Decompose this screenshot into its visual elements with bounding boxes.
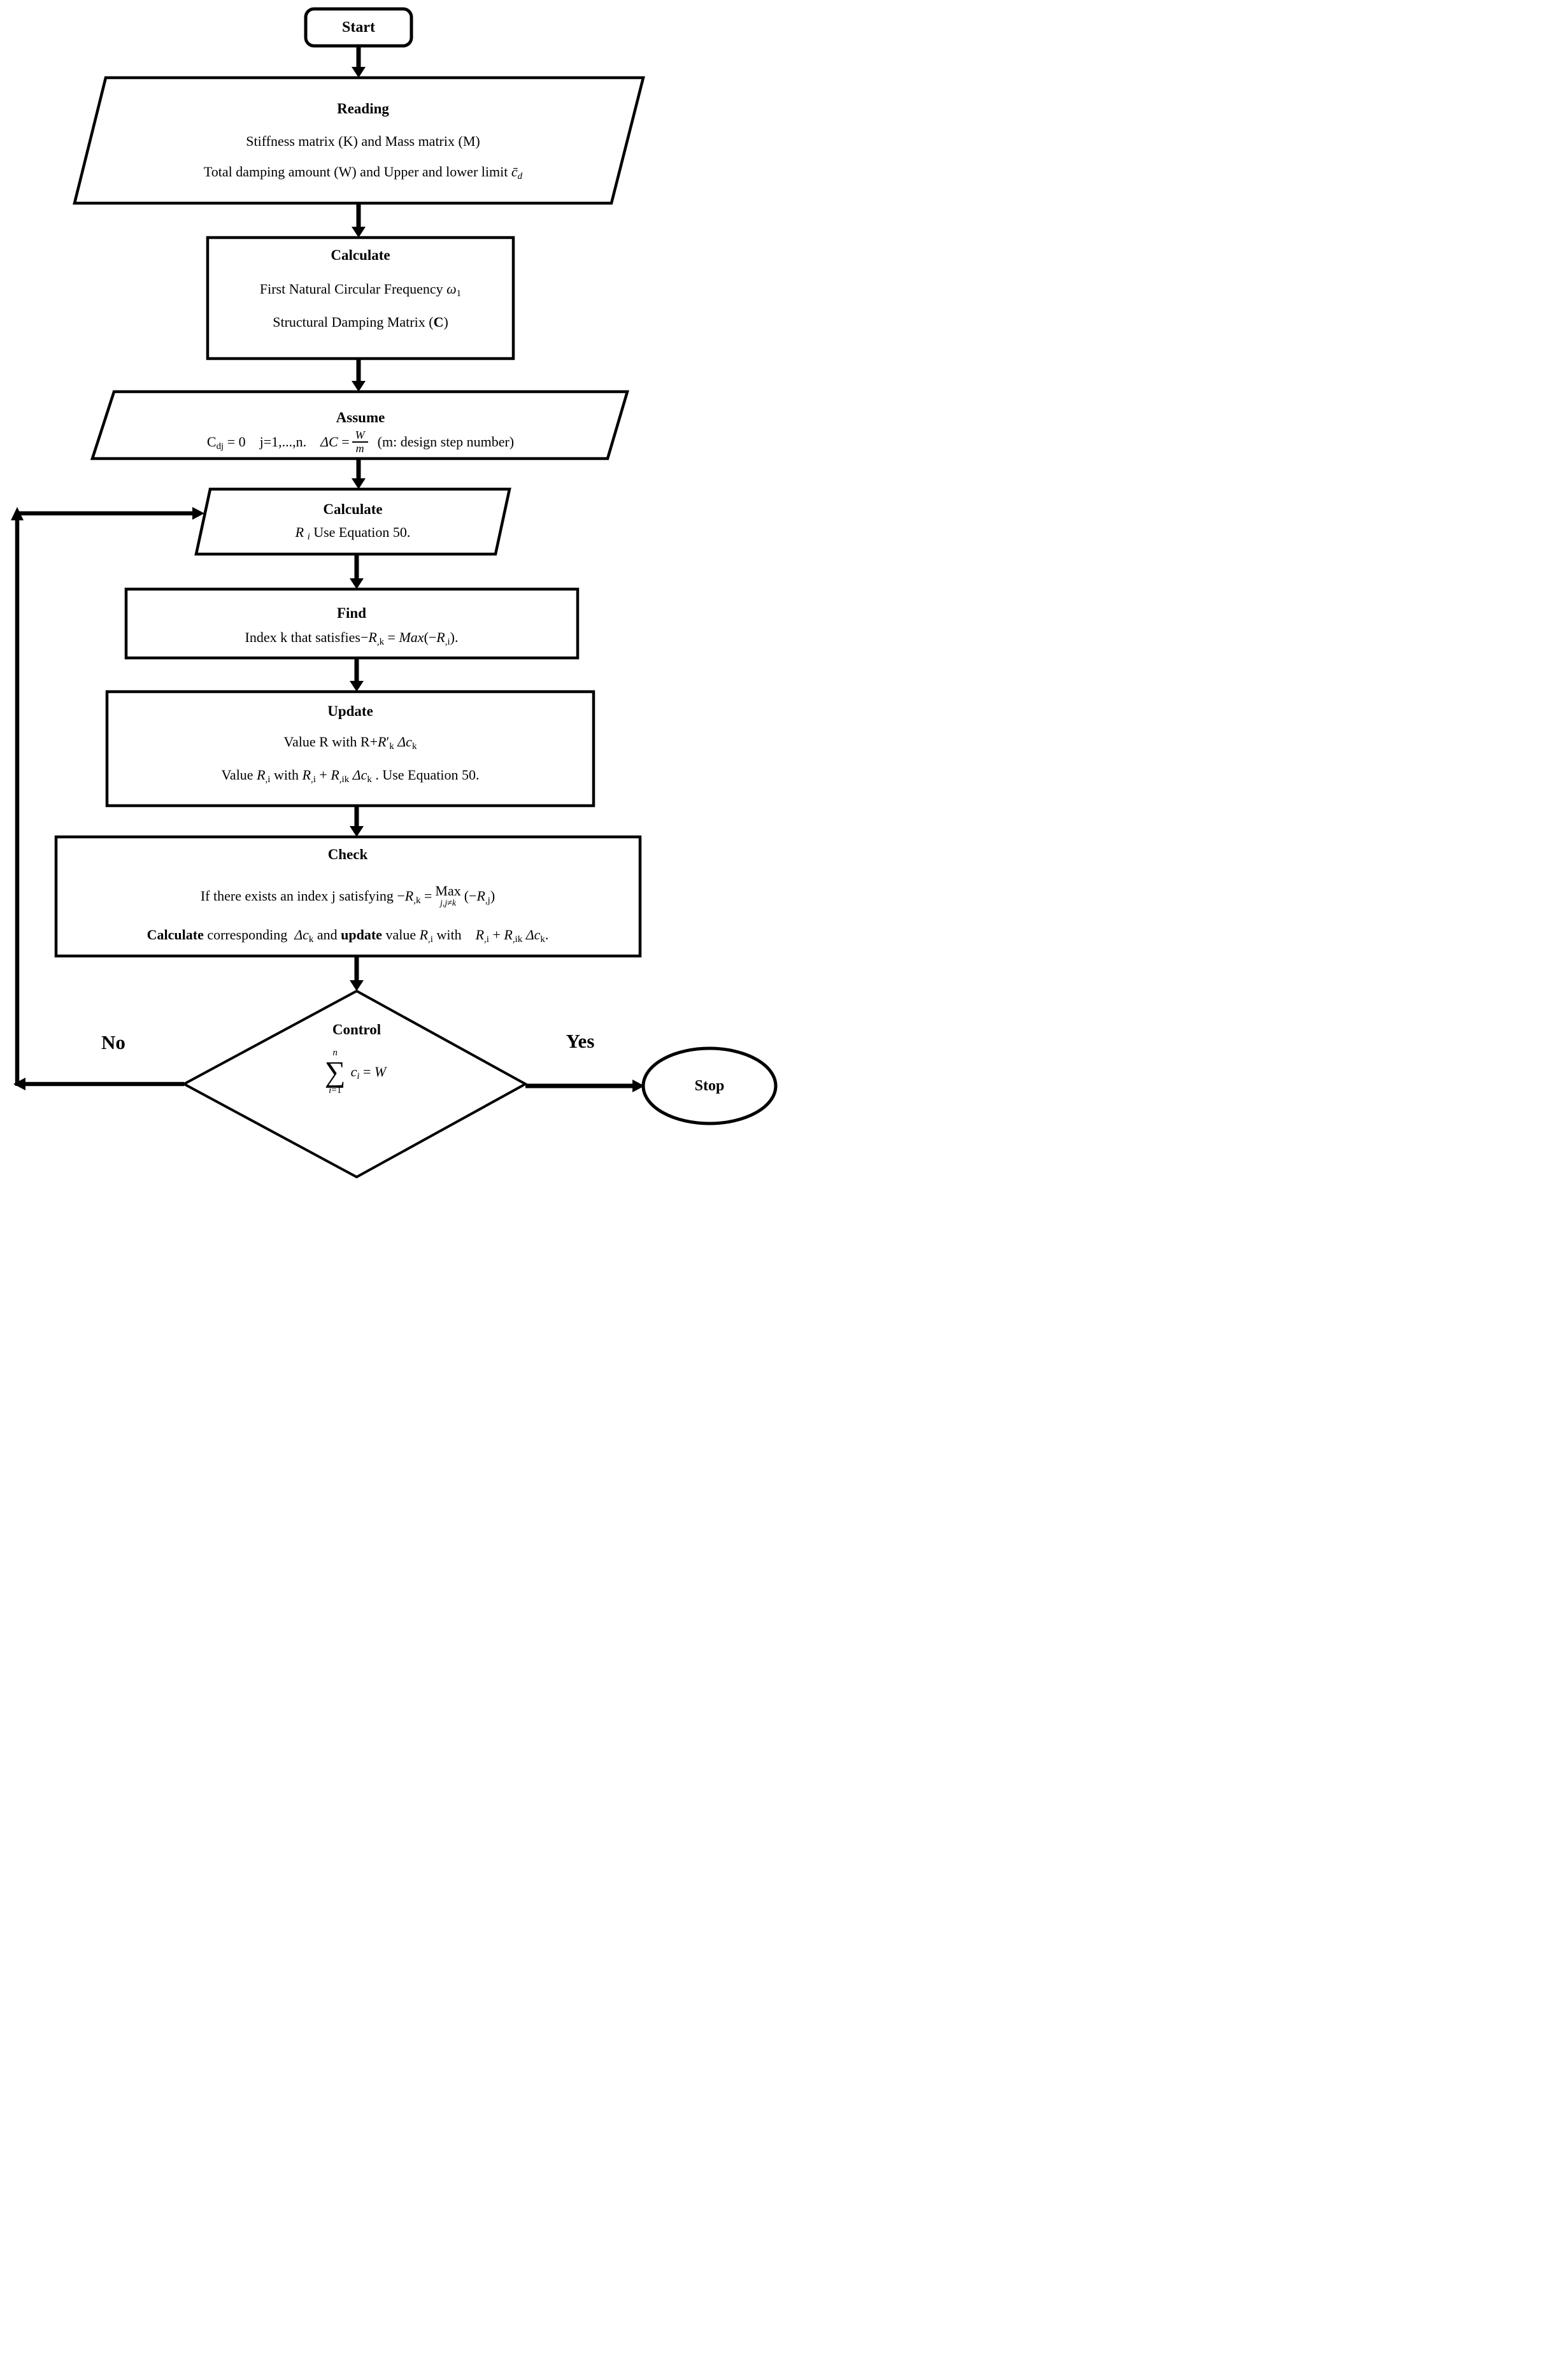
check-line1-left: If there exists an index j satisfying −R… [200,888,432,906]
control-sum-operator: n ∑ i=1 [325,1048,346,1095]
update-shape [105,690,595,808]
update-line1: Value R with R+R′k Δck [283,734,417,752]
calculate1-shape [206,236,515,360]
flow-arrow-stems [354,46,634,1088]
find-shape [124,587,580,660]
stop-shape [641,1046,778,1125]
yes-branch-label: Yes [566,1030,595,1052]
assume-fraction: W m [352,429,368,455]
update-line2: Value R,i with R,i + R,ik Δck . Use Equa… [221,767,480,785]
check-max-word: Max [435,883,461,899]
find-line1: Index k that satisfies−R,k = Max(−R,i). [245,629,459,648]
check-line2: Calculate corresponding Δck and update v… [146,927,549,945]
check-shape [54,835,642,958]
reading-line1: Stiffness matrix (K) and Mass matrix (M) [246,133,480,149]
no-loop-right-arrowhead [192,507,204,520]
start-label: Start [342,18,375,36]
find-title: Find [336,605,367,621]
control-diamond-shape [181,989,529,1179]
assume-title: Assume [336,410,385,425]
no-loop-edge [15,511,194,1087]
sigma-symbol: ∑ [324,1055,346,1088]
check-line1-right: (−R,j) [464,888,495,906]
calculate1-line1: First Natural Circular Frequency ω1 [259,281,462,299]
assume-fraction-denominator: m [355,442,364,455]
reading-title: Reading [337,101,389,117]
no-loop-left-arrowhead [13,1078,25,1090]
assume-eq-right: (m: design step number) [370,434,515,450]
control-sum-rhs: ci = W [350,1064,387,1082]
check-title: Check [327,846,368,862]
reading-shape [73,76,645,205]
calculate1-title: Calculate [331,247,390,263]
check-max-operator: Max j,j≠k [435,884,460,908]
start-shape [304,7,413,48]
control-formula: n ∑ i=1 ci = W [260,1047,451,1097]
flowchart-shapes [11,7,778,1179]
no-branch-label: No [101,1031,125,1053]
flow-arrowheads [350,67,645,1092]
calculate2-shape [194,487,511,556]
no-loop-up-arrowhead [11,507,24,520]
flowchart-figure: Start Reading Stiffness matrix (K) and M… [0,0,784,1184]
assume-fraction-numerator: W [352,429,368,443]
update-title: Update [327,703,373,719]
stop-label: Stop [694,1077,725,1094]
assume-eq-left: Cdj = 0 j=1,...,n. ΔC = [206,434,350,452]
control-title: Control [332,1022,381,1038]
assume-formula: Cdj = 0 j=1,...,n. ΔC = W m (m: design s… [76,423,645,461]
check-line1: If there exists an index j satisfying −R… [61,877,634,915]
calculate2-line1: R i Use Equation 50. [295,524,411,543]
check-max-underscript: j,j≠k [439,899,457,908]
calculate2-title: Calculate [323,501,383,517]
assume-shape [90,390,630,460]
control-sum-lower: i=1 [329,1085,342,1095]
calculate1-line2: Structural Damping Matrix (C) [273,314,448,330]
control-sum-upper: n [332,1048,338,1059]
reading-line2: Total damping amount (W) and Upper and l… [203,164,523,182]
